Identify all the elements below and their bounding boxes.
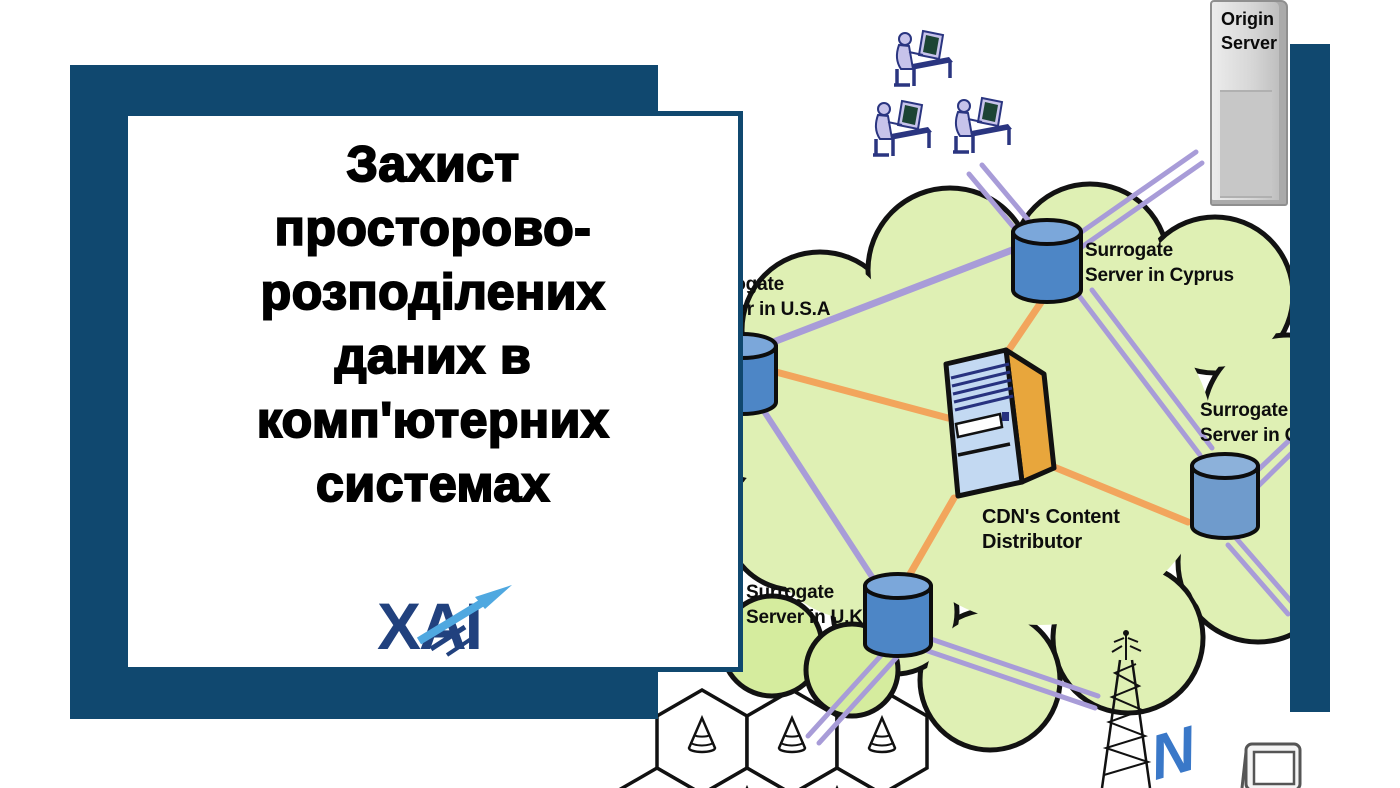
purple-links xyxy=(755,149,1303,746)
cylinder-cyprus xyxy=(1011,218,1083,304)
radio-tower xyxy=(1100,630,1152,788)
cylinder-right xyxy=(1190,452,1260,540)
khai-logo-text: ХАІ xyxy=(377,589,481,663)
right-accent-bar xyxy=(1290,44,1330,712)
orange-links xyxy=(772,294,1192,578)
cdn-distributor-label: CDN's Content Distributor xyxy=(982,506,1120,553)
slide-title: Захист просторово- розподілених даних в … xyxy=(256,135,610,513)
khai-logo: ХАІ xyxy=(357,583,519,665)
logo-arrow-icon xyxy=(416,585,512,657)
cdn-distributor-tower xyxy=(943,347,1057,499)
cylinder-uk xyxy=(863,572,933,658)
surrogate-cyprus-label: Surrogate Server in Cyprus xyxy=(1085,240,1234,286)
origin-server: Origin Server xyxy=(1210,0,1288,206)
origin-server-panel xyxy=(1220,90,1272,198)
laptop-icon xyxy=(1240,742,1302,788)
title-card: Захист просторово- розподілених даних в … xyxy=(123,111,743,672)
origin-server-label: Origin Server xyxy=(1221,9,1278,53)
khai-logo-art: ХАІ xyxy=(377,585,512,663)
user-workstations xyxy=(871,29,1014,158)
surrogate-uk-label: Surrogate Server in U.K xyxy=(746,582,863,628)
right-white-margin xyxy=(1330,0,1400,788)
